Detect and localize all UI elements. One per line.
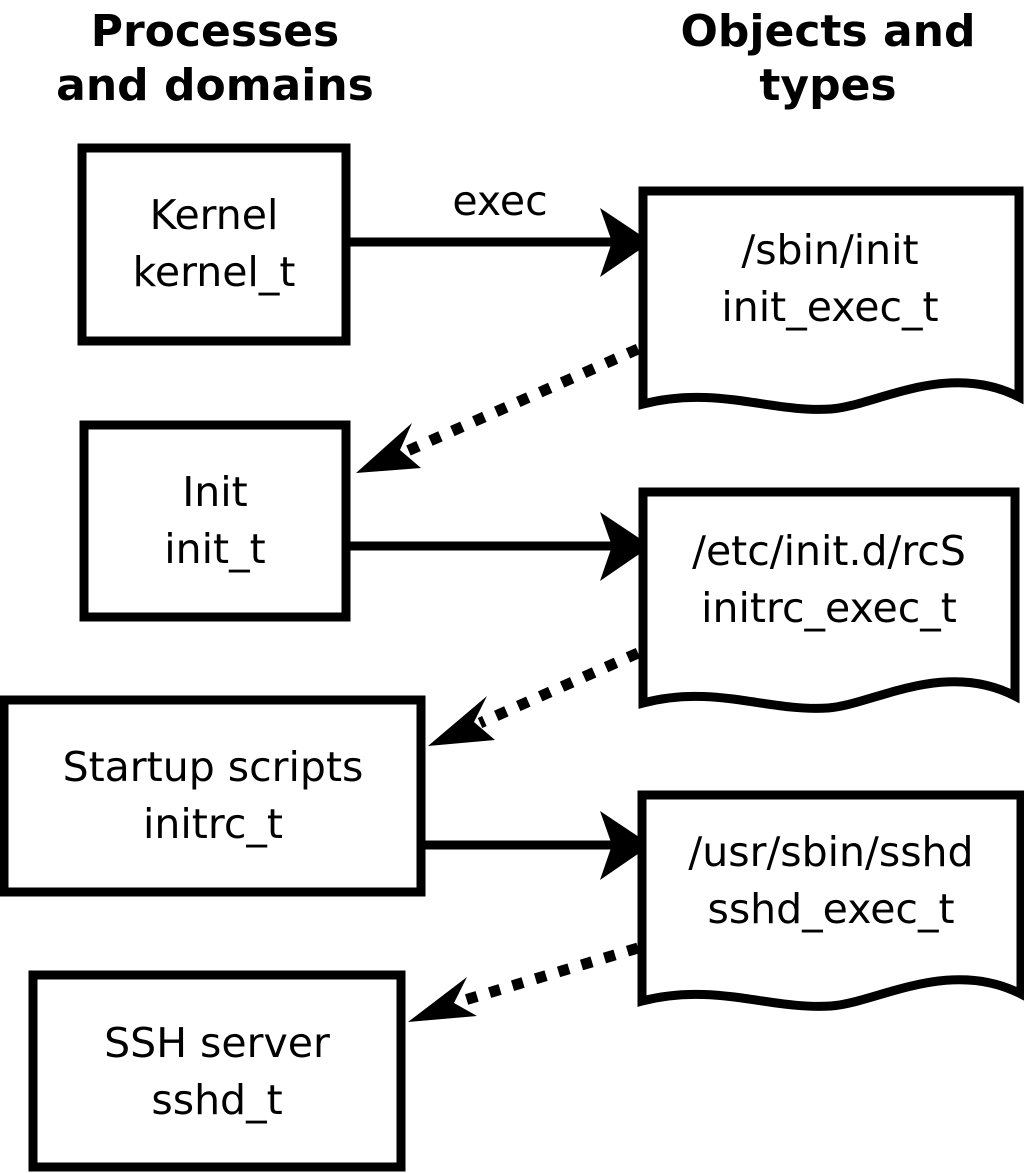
- arrow-head-icon: [408, 977, 477, 1022]
- node-init-box[interactable]: [79, 420, 351, 622]
- edge-line-dotted: [402, 343, 641, 458]
- arrow-head-icon: [600, 512, 651, 581]
- node-init-type: init_t: [164, 525, 265, 573]
- column-header-processes-line2: and domains: [56, 60, 374, 111]
- node-sshd-exec-type: sshd_exec_t: [707, 885, 954, 933]
- node-kernel[interactable]: Kernel kernel_t: [77, 143, 351, 346]
- node-initrc-box[interactable]: [0, 695, 426, 897]
- node-init-exec-document-shape[interactable]: [638, 186, 1024, 414]
- node-sshd[interactable]: SSH server sshd_t: [28, 970, 406, 1172]
- node-initrc-exec-document-shape[interactable]: [638, 487, 1020, 713]
- node-sshd-exec-document-shape[interactable]: [637, 790, 1024, 1011]
- edge-label-exec: exec: [452, 177, 547, 225]
- column-header-objects-line2: types: [759, 60, 896, 111]
- node-kernel-box[interactable]: [77, 143, 351, 346]
- edge-init-exec-transition: [356, 343, 641, 473]
- node-initrc-exec-path: /etc/init.d/rcS: [692, 527, 966, 575]
- arrow-head-icon: [356, 423, 421, 473]
- node-init[interactable]: Init init_t: [79, 420, 351, 622]
- node-sshd-exec-path: /usr/sbin/sshd: [688, 828, 973, 876]
- node-initrc[interactable]: Startup scripts initrc_t: [0, 695, 426, 897]
- node-sshd-box[interactable]: [28, 970, 406, 1172]
- arrow-head-icon: [600, 208, 651, 277]
- column-header-objects: Objects and types: [681, 6, 976, 111]
- node-init-exec[interactable]: /sbin/init init_exec_t: [638, 186, 1024, 414]
- node-sshd-name: SSH server: [104, 1019, 330, 1067]
- node-init-exec-type: init_exec_t: [721, 283, 938, 331]
- edge-rcs-transition: [428, 647, 641, 746]
- node-initrc-name: Startup scripts: [63, 743, 364, 791]
- edge-line-dotted: [477, 647, 641, 729]
- node-initrc-type: initrc_t: [143, 800, 283, 848]
- node-sshd-exec[interactable]: /usr/sbin/sshd sshd_exec_t: [637, 790, 1024, 1011]
- node-initrc-exec-type: initrc_exec_t: [701, 584, 957, 632]
- edge-sshd-transition: [408, 942, 640, 1022]
- column-header-processes: Processes and domains: [56, 6, 374, 111]
- edge-line-dotted: [463, 942, 640, 1006]
- node-init-exec-path: /sbin/init: [741, 226, 918, 274]
- node-sshd-type: sshd_t: [151, 1076, 282, 1124]
- node-init-name: Init: [182, 468, 248, 516]
- node-kernel-type: kernel_t: [133, 248, 296, 296]
- column-header-objects-line1: Objects and: [681, 6, 976, 57]
- node-initrc-exec[interactable]: /etc/init.d/rcS initrc_exec_t: [638, 487, 1020, 713]
- edge-initrc-exec-sshd: [425, 811, 651, 880]
- node-kernel-name: Kernel: [150, 191, 279, 239]
- arrow-head-icon: [600, 811, 651, 880]
- arrow-head-icon: [428, 696, 495, 746]
- column-header-processes-line1: Processes: [91, 6, 340, 57]
- edge-kernel-exec-init: exec: [350, 177, 651, 277]
- edge-init-exec-rcs: [350, 512, 651, 581]
